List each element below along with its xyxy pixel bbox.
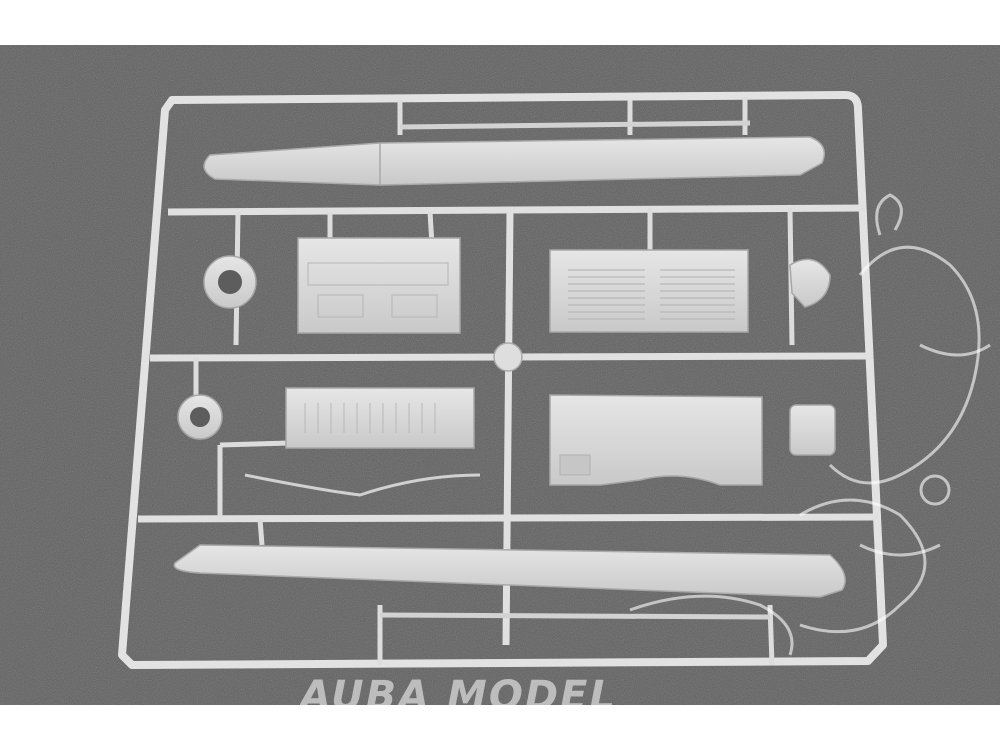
thin-rail-bottom (379, 612, 771, 620)
small-part-right (789, 404, 836, 456)
long-fender-bottom (173, 544, 846, 598)
watermark-logo (629, 193, 991, 656)
sprue-photo (0, 45, 1000, 705)
thin-rail-top (399, 120, 751, 130)
panel-part-c (549, 394, 763, 486)
sprue-hub (493, 342, 523, 372)
wire-part (244, 473, 481, 497)
panel-part-b (285, 387, 475, 449)
ring-part-right (789, 258, 831, 308)
long-fender-top (203, 136, 825, 186)
watermark-brand-text: AUBA MODEL (300, 676, 617, 716)
